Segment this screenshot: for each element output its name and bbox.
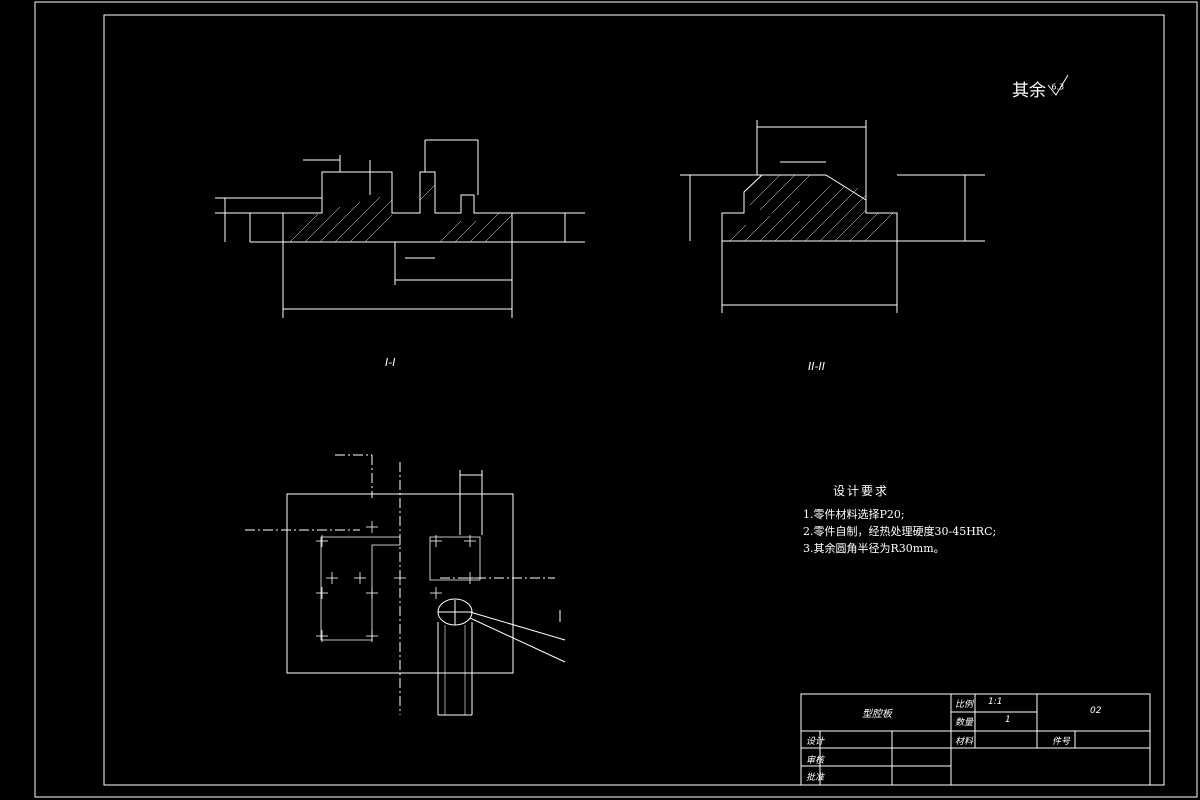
design-requirements-title: 设计要求 — [833, 484, 890, 498]
roughness-symbol — [1047, 74, 1069, 96]
design-requirement-2: 2.零件自制，经热处理硬度30-45HRC; — [803, 525, 997, 538]
title-block-design-label: 设计 — [806, 737, 825, 747]
title-block — [800, 693, 1151, 786]
roughness-note: 其余 6.3 — [1012, 76, 1064, 101]
section-label-right: II-II — [808, 360, 825, 373]
title-block-weight-label: 件号 — [1052, 737, 1071, 747]
title-block-part-name: 型腔板 — [862, 709, 892, 720]
outer-frame — [34, 1, 1198, 798]
design-requirement-3: 3.其余圆角半径为R30mm。 — [803, 542, 945, 555]
title-block-qty-label: 数量 — [955, 718, 974, 728]
section-view-right — [680, 120, 985, 313]
section-label-left: I-I — [385, 356, 395, 369]
title-block-scale-value: 1:1 — [988, 697, 1003, 707]
roughness-value: 6.3 — [1051, 82, 1065, 92]
title-block-approve-label: 批准 — [806, 773, 825, 783]
section-view-left — [215, 139, 585, 318]
plan-view — [245, 454, 566, 716]
inner-frame — [103, 14, 1165, 786]
title-block-drawing-no: 02 — [1090, 706, 1102, 716]
title-block-material-label: 材料 — [955, 737, 974, 747]
title-block-scale-label: 比例 — [955, 700, 974, 710]
title-block-check-label: 审核 — [806, 756, 825, 766]
design-requirement-1: 1.零件材料选择P20; — [803, 508, 905, 521]
roughness-note-text: 其余 — [1012, 81, 1046, 101]
title-block-qty-value: 1 — [1005, 715, 1011, 725]
